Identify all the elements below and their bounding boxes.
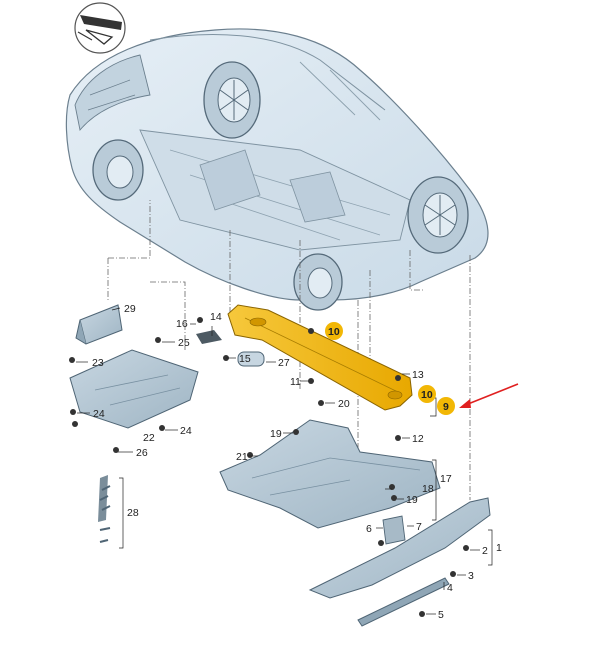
callout-7: 7	[416, 521, 422, 533]
callout-11: 11	[290, 376, 301, 388]
part-27-grommet	[237, 351, 265, 367]
fasteners	[69, 317, 469, 617]
callout-17: 17	[440, 473, 452, 485]
callout-15: 15	[239, 353, 251, 365]
callout-24-a: 24	[93, 408, 105, 420]
callout-1: 1	[496, 542, 502, 554]
part-6-bracket	[382, 515, 406, 545]
callout-2: 2	[482, 545, 488, 557]
part-1-trim	[308, 497, 491, 599]
callout-25: 25	[178, 337, 190, 349]
callout-10-a: 10	[328, 326, 340, 338]
callout-20: 20	[338, 398, 350, 410]
windshield-corner-icon	[74, 2, 126, 54]
callout-27: 27	[278, 357, 290, 369]
part-28-fastener-set	[98, 475, 111, 543]
highlighted-part-9	[227, 304, 413, 411]
callout-13: 13	[412, 369, 424, 381]
callout-labels: 29 23 24 24 26 22 25 16 14 15 27 11 10 2…	[92, 303, 502, 621]
front-left-wheel	[92, 139, 144, 201]
callout-leaders	[76, 307, 493, 615]
callout-24-b: 24	[180, 425, 192, 437]
part-4-strip	[357, 577, 450, 627]
red-arrow	[459, 383, 519, 408]
callout-26: 26	[136, 447, 148, 459]
callout-10-b: 10	[421, 389, 433, 401]
callout-10-badge-a	[325, 322, 343, 340]
callout-4: 4	[447, 582, 453, 594]
part-17-panel	[219, 419, 441, 529]
callout-29: 29	[124, 303, 136, 315]
callout-10-badge-b	[418, 385, 436, 403]
part-22-panel	[69, 349, 199, 429]
callout-28: 28	[127, 507, 139, 519]
callout-9-badge	[437, 397, 455, 415]
callout-12: 12	[412, 433, 424, 445]
callout-16: 16	[176, 318, 188, 330]
rear-left-wheel	[293, 253, 343, 311]
callout-14: 14	[210, 311, 222, 323]
rear-right-wheel	[407, 176, 469, 254]
callout-18: 18	[422, 483, 434, 495]
callout-5: 5	[438, 609, 444, 621]
callout-3: 3	[468, 570, 474, 582]
callout-9: 9	[443, 401, 449, 413]
part-14-clip	[196, 330, 222, 344]
callout-19-a: 19	[270, 428, 282, 440]
callout-19-b: 19	[406, 494, 418, 506]
callout-22: 22	[143, 432, 155, 444]
part-29-bracket	[75, 304, 123, 345]
callout-6: 6	[366, 523, 372, 535]
car-body	[65, 28, 489, 301]
callout-21: 21	[236, 451, 248, 463]
front-right-wheel	[203, 61, 261, 139]
callout-23: 23	[92, 357, 104, 369]
